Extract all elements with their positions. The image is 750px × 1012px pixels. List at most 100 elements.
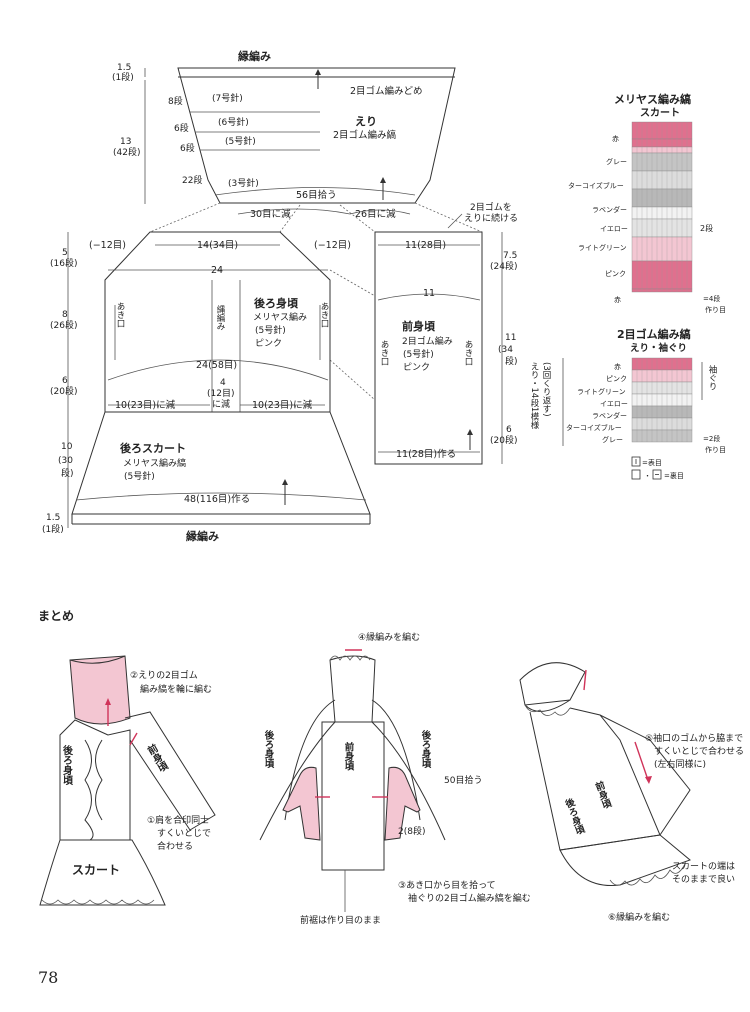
front-slit-right: あき口: [463, 340, 473, 366]
legend1-label-2: ターコイズブルー: [568, 181, 624, 190]
legend2-label-1: ピンク: [606, 375, 627, 383]
back-dec-right: 10(23目)に減: [252, 399, 313, 411]
collar-edge-label: 縁編み: [238, 49, 271, 63]
collar-needle-4: (3号針): [228, 177, 259, 189]
fig3-back: 後ろ身頃: [562, 796, 587, 837]
back-pattern-2: (5号針): [255, 324, 286, 336]
fig1-front: 前身頃: [143, 742, 169, 776]
front-dim-2a: 11: [505, 333, 516, 343]
collar-row-1: 8段: [168, 95, 183, 107]
back-shoulder-top: 14(34目): [197, 240, 238, 251]
back-width-top: 24: [211, 265, 223, 276]
front-dim-2c: 段): [505, 355, 518, 367]
collar-row-4: 22段: [182, 174, 202, 186]
collar-h-top-1: 1.5: [117, 63, 131, 73]
legend1-labels: 赤 グレー ターコイズブルー ラベンダー イエロー ライトグリーン ピンク 赤: [568, 135, 628, 304]
collar-row-3: 6段: [180, 142, 195, 154]
skirt-pattern-2: (5号針): [124, 470, 155, 482]
back-pattern-1: メリヤス編み: [253, 311, 307, 323]
skirt-title: 後ろスカート: [120, 441, 186, 455]
back-body-schematic: 14(34目) (−12目) (−12目) 24 後ろ身頃 メリヤス編み (5号…: [50, 231, 351, 528]
legend2-label-4: ラベンダー: [592, 411, 627, 420]
fig1-back: 後ろ身頃: [61, 744, 73, 786]
collar-continue-2: えりに続ける: [464, 212, 518, 224]
back-center-2: (12目): [207, 388, 234, 399]
fig2-note-3: 袖ぐりの2目ゴム編み縞を編む: [408, 892, 531, 904]
front-pattern-3: ピンク: [403, 362, 430, 373]
legend-rib-stripes: 2目ゴム編み縞 えり・袖ぐり 赤 ピンク ライトグリーン イエロー ラベンダー …: [529, 327, 726, 480]
back-dim-2b: (26段): [50, 319, 77, 331]
fig2-note-4: 前裾は作り目のまま: [300, 914, 381, 926]
fig2-front: 前身頃: [343, 741, 355, 771]
collar-continue-1: 2目ゴムを: [470, 201, 512, 213]
collar-row-2: 6段: [174, 122, 189, 134]
skirt-h3: 段): [61, 467, 74, 479]
front-body-schematic: 11(28目) 11 前身頃 2目ゴム編み (5号針) ピンク あき口 あき口 …: [374, 231, 518, 465]
legend2-repeat2: (3回くり返す): [541, 362, 551, 417]
legend1-title: メリヤス編み縞: [614, 92, 691, 106]
front-slit-left: あき口: [379, 340, 389, 366]
back-slit-left: あき口: [115, 302, 125, 328]
fig2-note-1: ④縁編みを編む: [358, 631, 420, 643]
fig2-pickup: 50目拾う: [444, 774, 482, 786]
collar-h-top-2: (1段): [112, 71, 134, 83]
legend2-key1: =表目: [642, 458, 662, 467]
legend1-label-4: イエロー: [600, 225, 628, 233]
back-dim-1b: (16段): [50, 257, 77, 269]
fig3-note-2: すくいとじで合わせる: [654, 745, 744, 757]
legend2-subtitle: えり・袖ぐり: [630, 342, 687, 354]
assembly-figure-3: ⑤袖口のゴムから脇まで すくいとじで合わせる (左右同様に) 前身頃 後ろ身頃 …: [519, 662, 744, 923]
fig2-rows: 2(8段): [398, 825, 425, 837]
legend1-rows: 2段: [700, 223, 713, 233]
legend1-label-0: 赤: [612, 135, 619, 143]
back-title: 後ろ身頃: [254, 296, 299, 310]
back-center-1: 4: [220, 378, 226, 388]
fig2-note-2: ③あき口から目を拾って: [398, 879, 496, 891]
collar-pickup: 56目拾う: [296, 189, 337, 201]
collar-schematic: 縁編み 2目ゴム編みどめ えり 2目ゴム編み縞 8段 6段 6段 22段 (7号…: [112, 49, 518, 229]
back-dim-2a: 8: [62, 310, 68, 320]
fig1-note-4: すくいとじで: [157, 828, 211, 839]
front-bottom: 11(28目)作る: [396, 448, 456, 460]
fig2-back-left: 後ろ身頃: [263, 729, 275, 769]
legend1-start: 作り目: [705, 305, 726, 314]
collar-h-main-2: (42段): [113, 146, 140, 158]
skirt-h2: (30: [58, 456, 73, 466]
fig3-note-4: スカートの端は: [672, 860, 735, 872]
front-pattern-2: (5号針): [403, 348, 434, 360]
skirt-schematic: 後ろスカート メリヤス編み縞 (5号針) 48(116目)作る 縁編み 10 (…: [42, 411, 371, 543]
fig3-note-3: (左右同様に): [654, 758, 706, 770]
legend-stockinette-stripes: メリヤス編み縞 スカート 赤 グレー ターコイズブルー ラベンダー イエロー ラ…: [568, 92, 726, 314]
legend1-label-3: ラベンダー: [592, 205, 627, 214]
skirt-bottom: 48(116目)作る: [184, 493, 250, 505]
svg-text:・: ・: [644, 472, 651, 480]
legend2-label-2: ライトグリーン: [577, 387, 626, 396]
collar-title: えり: [355, 115, 377, 128]
page-number: 78: [38, 968, 59, 987]
collar-needle-1: (7号針): [212, 92, 243, 104]
legend2-side: 袖ぐり: [707, 364, 717, 390]
back-width-bottom: 24(58目): [196, 360, 237, 371]
front-dim-3a: 6: [506, 425, 512, 435]
collar-needle-2: (6号針): [218, 116, 249, 128]
fig1-skirt: スカート: [72, 863, 120, 877]
legend2-repeat: えり・14段1模様: [529, 362, 539, 429]
legend2-label-6: グレー: [602, 435, 623, 444]
back-shoulder-right: (−12目): [314, 240, 351, 251]
front-dim-1a: 7.5: [503, 251, 517, 261]
front-top: 11(28目): [405, 240, 446, 251]
assembly-heading: まとめ: [38, 609, 74, 623]
fig2-back-right: 後ろ身頃: [420, 729, 432, 769]
skirt-h1: 10: [61, 442, 73, 452]
legend1-label-7: 赤: [614, 296, 621, 304]
collar-bindoff: 2目ゴム編みどめ: [350, 85, 423, 97]
skirt-b2: (1段): [42, 523, 64, 535]
skirt-edge: 縁編み: [186, 529, 219, 543]
back-shoulder-left: (−12目): [89, 240, 126, 251]
legend1-label-5: ライトグリーン: [578, 243, 627, 252]
legend2-title: 2目ゴム編み縞: [617, 327, 691, 341]
legend2-count: =2段: [703, 434, 720, 443]
collar-needle-3: (5号針): [225, 135, 256, 147]
fig3-note-1: ⑤袖口のゴムから脇まで: [645, 732, 743, 744]
back-dim-1a: 5: [62, 248, 68, 258]
